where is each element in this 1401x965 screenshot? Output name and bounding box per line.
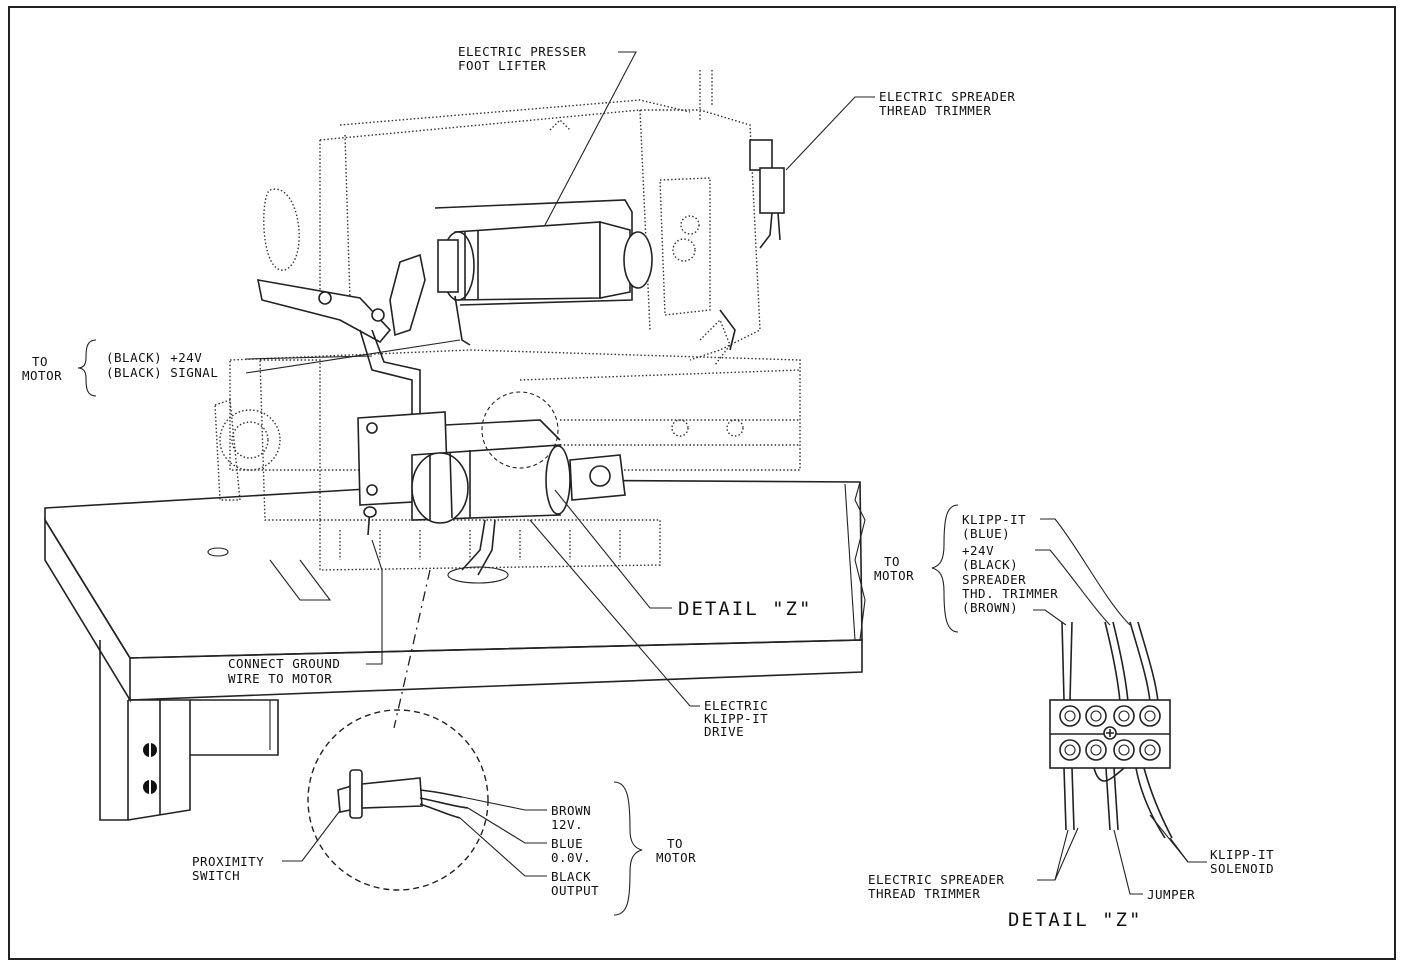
svg-text:(BLUE): (BLUE) [962, 526, 1010, 541]
brace-right [931, 504, 959, 633]
svg-text:SPREADER: SPREADER [962, 572, 1026, 587]
leader-lines [245, 51, 875, 877]
svg-text:KLIPP-IT: KLIPP-IT [1210, 847, 1274, 862]
label-spreader-top: ELECTRIC SPREADER THREAD TRIMMER [879, 89, 1015, 118]
svg-text:+24V: +24V [962, 543, 994, 558]
svg-text:BLUE: BLUE [551, 836, 583, 851]
svg-text:KLIPP-IT: KLIPP-IT [704, 711, 768, 726]
svg-text:MOTOR: MOTOR [22, 368, 62, 383]
brace-proximity [613, 781, 643, 916]
svg-text:ELECTRIC PRESSER: ELECTRIC PRESSER [458, 44, 586, 59]
label-detail-solenoid: KLIPP-IT SOLENOID [1210, 847, 1274, 876]
table-leg [99, 640, 279, 821]
spreader-trimmer-device [719, 139, 785, 351]
label-detail-z-caption: DETAIL "Z" [1008, 909, 1142, 931]
detail-projection-line [393, 569, 431, 729]
label-to-motor-left: TO MOTOR [22, 354, 62, 383]
svg-text:KLIPP-IT: KLIPP-IT [962, 512, 1026, 527]
svg-text:CONNECT GROUND: CONNECT GROUND [228, 656, 340, 671]
svg-text:ELECTRIC: ELECTRIC [704, 698, 768, 713]
label-detail-spreader: SPREADER THD. TRIMMER (BROWN) [962, 572, 1058, 615]
svg-text:BROWN: BROWN [551, 803, 591, 818]
svg-text:OUTPUT: OUTPUT [551, 883, 599, 898]
svg-text:FOOT LIFTER: FOOT LIFTER [458, 58, 546, 73]
svg-text:THD. TRIMMER: THD. TRIMMER [962, 586, 1058, 601]
label-to-motor-right: TO MOTOR [874, 554, 914, 583]
svg-text:PROXIMITY: PROXIMITY [192, 854, 264, 869]
svg-text:MOTOR: MOTOR [874, 568, 914, 583]
svg-text:DRIVE: DRIVE [704, 724, 744, 739]
drawing-frame [8, 6, 1396, 960]
brace-left [77, 339, 97, 397]
label-prox-brown: BROWN 12V. [551, 803, 591, 832]
svg-text:SOLENOID: SOLENOID [1210, 861, 1274, 876]
presser-foot-lifter-solenoid [434, 199, 653, 346]
label-prox-black: BLACK OUTPUT [551, 869, 599, 898]
label-detail-jumper: JUMPER [1147, 887, 1195, 902]
svg-text:BLACK: BLACK [551, 869, 591, 884]
label-detail-z-main: DETAIL "Z" [678, 598, 812, 620]
svg-text:TO: TO [667, 836, 683, 851]
svg-text:(BLACK): (BLACK) [962, 557, 1018, 572]
terminal-block [1049, 699, 1171, 769]
detail-z-wires-top [1033, 518, 1159, 703]
svg-text:WIRE TO MOTOR: WIRE TO MOTOR [228, 671, 332, 686]
svg-text:THREAD TRIMMER: THREAD TRIMMER [879, 103, 991, 118]
label-detail-klipp: KLIPP-IT (BLUE) [962, 512, 1026, 541]
svg-text:THREAD TRIMMER: THREAD TRIMMER [868, 886, 980, 901]
label-connect-ground: CONNECT GROUND WIRE TO MOTOR [228, 656, 340, 686]
svg-text:MOTOR: MOTOR [656, 850, 696, 865]
proximity-switch-drawing [337, 769, 469, 819]
svg-text:ELECTRIC SPREADER: ELECTRIC SPREADER [879, 89, 1015, 104]
label-detail-24v: +24V (BLACK) [962, 543, 1018, 572]
table-top [44, 479, 866, 703]
detail-z-wires-bottom [1037, 767, 1207, 895]
label-wire-signal: (BLACK) SIGNAL [106, 365, 218, 380]
svg-text:ELECTRIC SPREADER: ELECTRIC SPREADER [868, 872, 1004, 887]
label-presser-foot: ELECTRIC PRESSER FOOT LIFTER [458, 44, 586, 73]
svg-text:(BROWN): (BROWN) [962, 600, 1018, 615]
label-proximity-switch: PROXIMITY SWITCH [192, 854, 264, 883]
label-klipp-drive: ELECTRIC KLIPP-IT DRIVE [704, 698, 768, 739]
svg-text:0.0V.: 0.0V. [551, 850, 591, 865]
label-detail-spreader-bottom: ELECTRIC SPREADER THREAD TRIMMER [868, 872, 1004, 901]
svg-text:TO: TO [884, 554, 900, 569]
sewing-machine-outline [214, 70, 801, 571]
proximity-detail-circle [307, 709, 489, 891]
svg-text:TO: TO [32, 354, 48, 369]
klipp-it-drive [357, 391, 626, 576]
svg-text:SWITCH: SWITCH [192, 868, 240, 883]
label-prox-blue: BLUE 0.0V. [551, 836, 591, 865]
label-to-motor-prox: TO MOTOR [656, 836, 696, 865]
svg-text:12V.: 12V. [551, 817, 583, 832]
label-wire-plus24: (BLACK) +24V [106, 350, 202, 365]
